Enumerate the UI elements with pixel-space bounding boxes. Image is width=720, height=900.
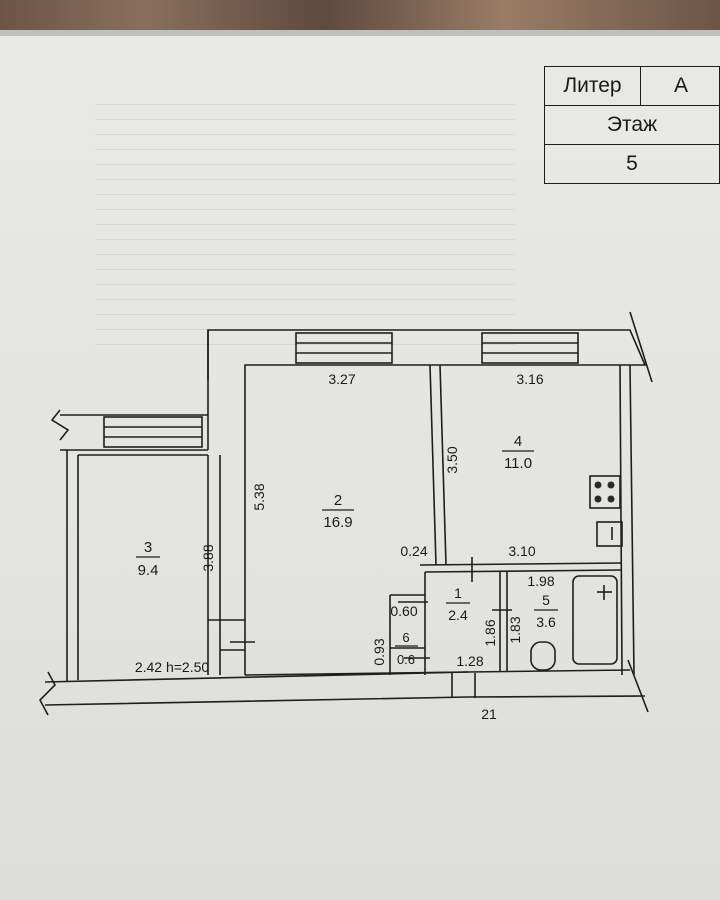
room-3-area: 9.4 [138,562,159,579]
stair-number: 21 [481,706,497,722]
dim-wc-width: 1.28 [456,653,483,669]
liter-value: А [673,74,688,97]
room-labels: 3 9.4 2 16.9 4 11.0 1 2.4 5 3.6 6 0.6 [136,433,558,667]
toilet-icon [530,641,556,671]
dim-room4-width: 3.16 [516,371,543,387]
dim-room1-depth: 1.86 [482,619,498,646]
dim-bath-depth: 1.83 [507,616,523,643]
room-5-area: 3.6 [536,614,556,630]
bottom-wall-interior [244,671,469,676]
dim-hall-segment: 0.24 [400,543,427,559]
sink-icon [596,521,623,547]
stove-icon [589,475,621,509]
break-line-top-left [50,409,70,441]
hall-wall-top [419,562,623,566]
bathtub-icon [572,575,618,665]
dim-room2-width: 3.27 [328,371,355,387]
bottom-wall-outer [44,695,646,706]
room-3-number: 3 [144,539,152,556]
stove-burners [594,481,615,503]
dim-room3-width-height: 2.42 h=2.50 [135,659,210,675]
floor-label: Этаж [606,113,658,136]
room-5-number: 5 [542,592,550,608]
room-4-area: 11.0 [504,455,532,472]
room-6-number: 6 [402,630,409,645]
paper-sheet [0,30,720,900]
sheet-edge-shadow [0,30,720,36]
dim-closet-depth: 0.93 [371,638,387,665]
right-wall-inner [619,364,623,676]
dimension-labels: 3.27 3.16 5.38 3.50 3.88 2.42 h=2.50 0.2… [135,371,555,722]
hall-wall-inner [424,569,623,573]
break-line-top-right [629,311,653,383]
dim-room3-length: 3.88 [200,544,216,571]
window-room3 [103,416,203,448]
dim-closet-width: 0.60 [390,603,417,619]
room-1-number: 1 [454,585,462,601]
dim-bath-width: 1.98 [527,573,554,589]
dim-room2-length: 5.38 [251,483,267,510]
dim-hall-width: 3.10 [508,543,535,559]
room-6-area: 0.6 [397,652,415,667]
title-row-floor-value: 5 [545,145,719,182]
room-2-area: 16.9 [323,514,352,531]
title-row-liter: Литер А [545,67,719,106]
wall-2-4-right [439,364,447,566]
dim-room4-depth: 3.50 [444,446,460,473]
wall-2-4-left [429,364,437,566]
liter-label: Литер [545,67,641,105]
window-room4 [481,332,579,364]
room-2-number: 2 [334,492,342,509]
title-row-floor-label: Этаж [545,106,719,145]
window-room2 [295,332,393,364]
break-line-bottom-left [39,671,56,716]
bleed-through-text [95,90,515,350]
right-wall-outer [629,364,635,676]
walls [39,311,653,716]
title-block: Литер А Этаж 5 [544,66,720,184]
outer-wall-top [207,329,647,675]
break-line-bottom-right [627,659,649,713]
room-1-area: 2.4 [448,607,468,623]
floor-value: 5 [626,151,638,175]
bottom-wall-inner [44,669,631,683]
room-4-number: 4 [514,433,522,450]
background-surface [0,0,720,34]
